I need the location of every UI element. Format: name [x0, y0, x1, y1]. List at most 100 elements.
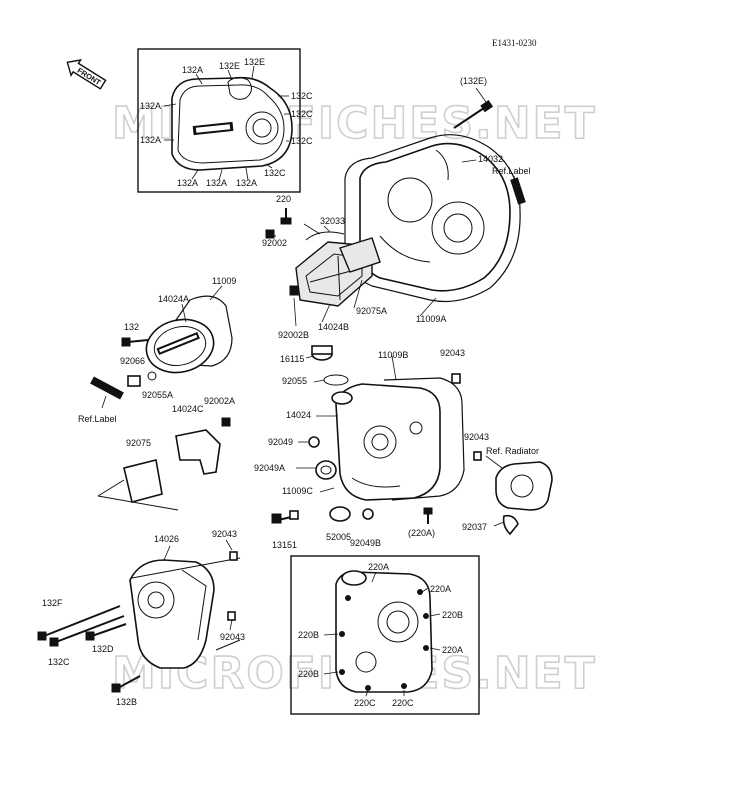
- label-220: 220: [276, 194, 291, 204]
- label-132: 132: [124, 322, 139, 332]
- label-132c-4: 132C: [264, 168, 286, 178]
- bolt-92002a: [221, 417, 231, 427]
- bottom-box-leaders: [323, 571, 441, 697]
- bolt-132-left: [121, 337, 149, 347]
- label-132c-3: 132C: [291, 136, 313, 146]
- bottom-detail-box: [290, 555, 480, 715]
- label-220a-paren: (220A): [408, 528, 435, 538]
- leader-16115: [305, 355, 315, 359]
- label-220b-1: 220B: [442, 610, 463, 620]
- seal-92049a-inner: [320, 465, 332, 475]
- label-ref-radiator: Ref. Radiator: [486, 446, 539, 456]
- guide-92075-b: [97, 495, 179, 511]
- guide-92075-a: [97, 479, 125, 497]
- leader-92055: [313, 379, 325, 383]
- label-ref-label-left: Ref.Label: [78, 414, 117, 424]
- dowel-92043-lower-top: [229, 551, 238, 561]
- bolt-92002: [265, 229, 276, 239]
- label-14024c: 14024C: [172, 404, 204, 414]
- seal-92049b: [362, 508, 374, 520]
- leader-92075a: [353, 279, 363, 309]
- plate-92075a: [339, 237, 381, 273]
- label-132e-paren: (132E): [460, 76, 487, 86]
- label-132c-2: 132C: [291, 109, 313, 119]
- label-92049b: 92049B: [350, 538, 381, 548]
- hose-32033: [305, 225, 345, 241]
- label-14024a: 14024A: [158, 294, 189, 304]
- upper-right-leaders: [419, 87, 517, 317]
- leader-92037: [493, 521, 505, 527]
- bolt-13151: [271, 510, 299, 524]
- bottom-box-labels: 220A 220A 220B 220B 220A 220B 220C 220C: [298, 562, 463, 708]
- label-92037: 92037: [462, 522, 487, 532]
- leader-92043-lower-top: [225, 539, 233, 551]
- label-132c-1: 132C: [291, 91, 313, 101]
- label-220c-1: 220C: [354, 698, 376, 708]
- label-132a-4: 132A: [177, 178, 198, 188]
- label-ref-label-right: Ref.Label: [492, 166, 531, 176]
- label-14024: 14024: [286, 410, 311, 420]
- label-92075a: 92075A: [356, 306, 387, 316]
- label-92002a: 92002A: [204, 396, 235, 406]
- top-detail-box: [137, 48, 301, 193]
- generator-cover-14024a: [145, 295, 233, 374]
- label-11009a: 11009A: [416, 314, 446, 324]
- filler-neck: [331, 391, 353, 405]
- label-132a-3: 132A: [140, 135, 161, 145]
- label-220c-2: 220C: [392, 698, 414, 708]
- label-132a-6: 132A: [236, 178, 257, 188]
- label-11009c: 11009C: [282, 486, 313, 496]
- bottom-cover-drawing: [335, 570, 433, 693]
- leader-92002: [303, 223, 321, 235]
- label-92066: 92066: [120, 356, 145, 366]
- cover-14024: [335, 377, 465, 501]
- dowel-92043-center: [451, 373, 461, 384]
- label-132b: 132B: [116, 697, 137, 707]
- label-132c-lower: 132C: [48, 657, 70, 667]
- cap-16115: [311, 345, 333, 361]
- seal-92049a: [315, 460, 337, 480]
- label-132a-2: 132A: [140, 101, 161, 111]
- ref-label-tag-left: [90, 376, 124, 400]
- leader-ref-label-left: [101, 395, 107, 409]
- reference-code: E1431-0230: [492, 38, 537, 48]
- sprocket-cover-14026: [129, 559, 215, 669]
- label-92043-center: 92043: [440, 348, 465, 358]
- label-52005: 52005: [326, 532, 351, 542]
- bushing-52005: [329, 506, 351, 522]
- label-92043-lower-top: 92043: [212, 529, 237, 539]
- clutch-cover-drawing: [171, 76, 293, 171]
- label-132d: 132D: [92, 644, 114, 654]
- label-11009: 11009: [212, 276, 236, 286]
- crankcase-cover-14032: [344, 134, 521, 303]
- leader-11009b: [391, 355, 397, 381]
- label-32033: 32033: [320, 216, 345, 226]
- label-92055a: 92055A: [142, 390, 173, 400]
- dowel-92043-lower: [227, 611, 236, 621]
- bolt-132d: [85, 623, 127, 641]
- leader-14026: [163, 545, 171, 561]
- top-box-labels: 132A 132E 132E 132A 132C 132C 132A 132C …: [140, 57, 313, 188]
- bracket-14024c: [175, 429, 221, 475]
- label-132e-1: 132E: [219, 61, 240, 71]
- leader-92043-lower: [229, 619, 233, 631]
- bolt-132b: [111, 675, 141, 693]
- top-box-leaders: [163, 65, 289, 181]
- bolt-132c-lower: [49, 615, 125, 647]
- leader-11009c: [319, 487, 335, 493]
- guide-14026-top: [131, 557, 241, 579]
- bolt-92002b: [289, 285, 299, 296]
- dowel-92043-right: [473, 451, 482, 461]
- leader-ref-radiator: [485, 455, 503, 469]
- label-132a-1: 132A: [182, 65, 203, 75]
- pad-92075: [123, 459, 163, 503]
- label-220b-2: 220B: [298, 630, 319, 640]
- label-13151: 13151: [272, 540, 297, 550]
- leader-14024a: [181, 303, 187, 323]
- leader-92002b: [293, 297, 297, 327]
- washer-92049: [308, 436, 320, 448]
- ref-label-tag-right: [510, 177, 526, 205]
- label-92049: 92049: [268, 437, 293, 447]
- label-92075: 92075: [126, 438, 151, 448]
